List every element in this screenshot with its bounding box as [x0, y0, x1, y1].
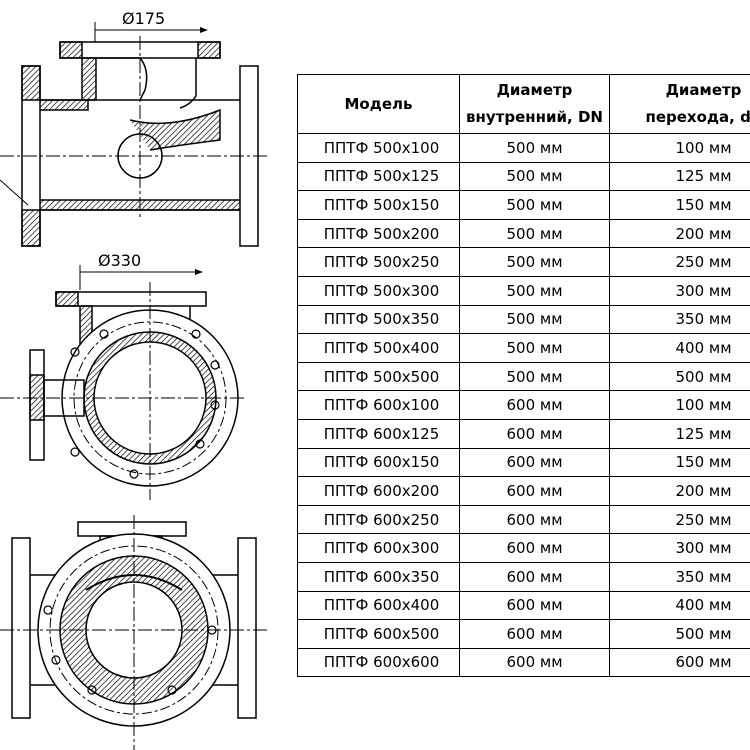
cell-transition-diameter: 125 мм	[609, 161, 750, 192]
header-transition-diameter-line1: Диаметр	[665, 81, 742, 99]
cell-transition-diameter: 300 мм	[609, 275, 750, 306]
tee-drawings-svg: Ø175	[0, 9, 270, 750]
table-header-row: Модель Диаметр внутренний, DN Диаметр пе…	[297, 74, 750, 134]
cell-inner-diameter: 500 мм	[459, 218, 610, 249]
cell-inner-diameter: 600 мм	[459, 619, 610, 649]
cell-transition-diameter: 125 мм	[609, 418, 750, 449]
cell-inner-diameter: 600 мм	[459, 390, 610, 420]
dimension-label-top: Ø175	[122, 9, 165, 28]
specifications-table: Модель Диаметр внутренний, DN Диаметр пе…	[297, 74, 750, 678]
cell-model: ППТФ 500х100	[297, 133, 460, 163]
cell-model: ППТФ 600х100	[297, 390, 460, 420]
cell-transition-diameter: 250 мм	[609, 247, 750, 277]
cell-model: ППТФ 600х125	[297, 418, 460, 449]
cell-transition-diameter: 200 мм	[609, 218, 750, 249]
cell-model: ППТФ 500х125	[297, 161, 460, 192]
cell-transition-diameter: 300 мм	[609, 533, 750, 563]
header-inner-diameter-line2: внутренний, DN	[466, 108, 603, 126]
cell-transition-diameter: 150 мм	[609, 447, 750, 478]
cell-inner-diameter: 500 мм	[459, 304, 610, 335]
cell-inner-diameter: 500 мм	[459, 275, 610, 306]
header-model: Модель	[297, 74, 460, 134]
cell-transition-diameter: 400 мм	[609, 333, 750, 363]
cell-transition-diameter: 600 мм	[609, 647, 750, 678]
middle-end-view: Ø330	[0, 251, 245, 500]
cell-model: ППТФ 600х400	[297, 590, 460, 621]
cell-model: ППТФ 500х200	[297, 218, 460, 249]
cell-inner-diameter: 600 мм	[459, 647, 610, 678]
bottom-front-view	[0, 515, 270, 750]
dimension-label-middle: Ø330	[98, 251, 141, 270]
cell-model: ППТФ 600х500	[297, 619, 460, 649]
cell-transition-diameter: 150 мм	[609, 190, 750, 220]
header-inner-diameter: Диаметр внутренний, DN	[459, 74, 610, 134]
cell-inner-diameter: 600 мм	[459, 418, 610, 449]
header-model-label: Модель	[344, 94, 413, 113]
cell-model: ППТФ 500х250	[297, 247, 460, 277]
top-section-view: Ø175	[0, 9, 270, 247]
cell-model: ППТФ 600х200	[297, 476, 460, 506]
cell-model: ППТФ 500х500	[297, 361, 460, 392]
cell-inner-diameter: 500 мм	[459, 133, 610, 163]
cell-model: ППТФ 500х150	[297, 190, 460, 220]
cell-model: ППТФ 600х350	[297, 561, 460, 592]
cell-transition-diameter: 350 мм	[609, 561, 750, 592]
cell-inner-diameter: 600 мм	[459, 533, 610, 563]
header-transition-diameter: Диаметр перехода, dn	[609, 74, 750, 134]
header-transition-diameter-line2: перехода, dn	[645, 108, 750, 126]
cell-transition-diameter: 500 мм	[609, 361, 750, 392]
cell-inner-diameter: 500 мм	[459, 333, 610, 363]
cell-inner-diameter: 500 мм	[459, 190, 610, 220]
cell-transition-diameter: 350 мм	[609, 304, 750, 335]
cell-model: ППТФ 600х300	[297, 533, 460, 563]
cell-inner-diameter: 500 мм	[459, 361, 610, 392]
cell-transition-diameter: 100 мм	[609, 133, 750, 163]
cell-model: ППТФ 600х250	[297, 504, 460, 535]
cell-inner-diameter: 600 мм	[459, 590, 610, 621]
cell-inner-diameter: 600 мм	[459, 476, 610, 506]
cell-model: ППТФ 500х350	[297, 304, 460, 335]
cell-inner-diameter: 600 мм	[459, 447, 610, 478]
cell-transition-diameter: 400 мм	[609, 590, 750, 621]
cell-transition-diameter: 500 мм	[609, 619, 750, 649]
cell-model: ППТФ 500х400	[297, 333, 460, 363]
cell-inner-diameter: 600 мм	[459, 504, 610, 535]
cell-model: ППТФ 600х150	[297, 447, 460, 478]
cell-transition-diameter: 200 мм	[609, 476, 750, 506]
cell-transition-diameter: 250 мм	[609, 504, 750, 535]
specifications-table-container: Модель Диаметр внутренний, DN Диаметр пе…	[297, 74, 750, 678]
cell-model: ППТФ 500х300	[297, 275, 460, 306]
cell-model: ППТФ 600х600	[297, 647, 460, 678]
cell-inner-diameter: 500 мм	[459, 161, 610, 192]
header-inner-diameter-line1: Диаметр	[496, 81, 573, 99]
cell-inner-diameter: 600 мм	[459, 561, 610, 592]
cell-transition-diameter: 100 мм	[609, 390, 750, 420]
technical-drawings: Ø175	[0, 0, 300, 750]
cell-inner-diameter: 500 мм	[459, 247, 610, 277]
